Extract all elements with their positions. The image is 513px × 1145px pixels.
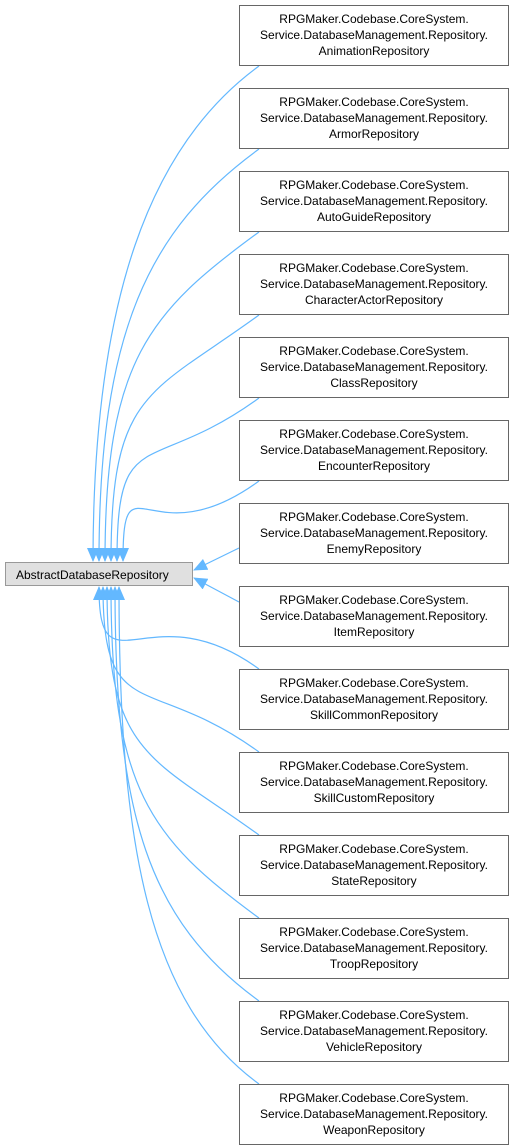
derived-class-label-line1: RPGMaker.Codebase.CoreSystem. bbox=[279, 842, 469, 856]
derived-class-label-line2: Service.DatabaseManagement.Repository. bbox=[260, 692, 488, 706]
derived-class-label-line3: VehicleRepository bbox=[325, 1040, 423, 1054]
derived-class-node[interactable]: RPGMaker.Codebase.CoreSystem. Service.Dat… bbox=[239, 5, 509, 66]
derived-class-node[interactable]: RPGMaker.Codebase.CoreSystem. Service.Dat… bbox=[239, 1084, 509, 1145]
derived-class-label-line3: StateRepository bbox=[331, 874, 417, 888]
derived-class-label-line2: Service.DatabaseManagement.Repository. bbox=[260, 194, 488, 208]
derived-class-label-line1: RPGMaker.Codebase.CoreSystem. bbox=[279, 95, 469, 109]
inheritance-edge bbox=[105, 586, 260, 919]
derived-class-node[interactable]: RPGMaker.Codebase.CoreSystem. Service.Dat… bbox=[239, 835, 509, 896]
derived-class-label-line1: RPGMaker.Codebase.CoreSystem. bbox=[279, 1008, 469, 1022]
inheritance-edge bbox=[93, 148, 260, 562]
derived-class-label-line3: ItemRepository bbox=[333, 625, 415, 639]
inheritance-edge bbox=[109, 586, 260, 1002]
derived-class-label-line3: ArmorRepository bbox=[328, 127, 420, 141]
derived-class-label-line1: RPGMaker.Codebase.CoreSystem. bbox=[279, 12, 469, 26]
derived-class-label-line3: SkillCommonRepository bbox=[309, 708, 439, 722]
derived-class-label-line3: EncounterRepository bbox=[317, 459, 431, 473]
derived-class-label-line3: AnimationRepository bbox=[318, 44, 430, 58]
inheritance-edge bbox=[105, 314, 260, 562]
derived-class-label-line2: Service.DatabaseManagement.Repository. bbox=[260, 941, 488, 955]
derived-class-label-line3: TroopRepository bbox=[329, 957, 419, 971]
derived-class-label-line1: RPGMaker.Codebase.CoreSystem. bbox=[279, 759, 469, 773]
derived-class-label-line1: RPGMaker.Codebase.CoreSystem. bbox=[279, 676, 469, 690]
inheritance-edge bbox=[113, 586, 260, 1085]
inheritance-edge bbox=[101, 586, 260, 836]
derived-class-label-line1: RPGMaker.Codebase.CoreSystem. bbox=[279, 344, 469, 358]
inheritance-edge bbox=[93, 586, 260, 670]
derived-class-node[interactable]: RPGMaker.Codebase.CoreSystem. Service.Dat… bbox=[239, 669, 509, 730]
inheritance-edge bbox=[99, 231, 260, 562]
derived-class-label-line1: RPGMaker.Codebase.CoreSystem. bbox=[279, 427, 469, 441]
derived-class-node[interactable]: RPGMaker.Codebase.CoreSystem. Service.Dat… bbox=[239, 918, 509, 979]
base-class-node[interactable]: AbstractDatabaseRepository bbox=[5, 562, 193, 586]
derived-class-node[interactable]: RPGMaker.Codebase.CoreSystem. Service.Dat… bbox=[239, 503, 509, 564]
derived-class-label-line3: WeaponRepository bbox=[323, 1123, 425, 1137]
derived-class-label-line3: ClassRepository bbox=[330, 376, 418, 390]
derived-class-label-line2: Service.DatabaseManagement.Repository. bbox=[260, 858, 488, 872]
derived-class-label-line3: CharacterActorRepository bbox=[304, 293, 444, 307]
derived-class-node[interactable]: RPGMaker.Codebase.CoreSystem. Service.Dat… bbox=[239, 88, 509, 149]
derived-class-label-line2: Service.DatabaseManagement.Repository. bbox=[260, 1107, 488, 1121]
derived-class-label-line2: Service.DatabaseManagement.Repository. bbox=[260, 1024, 488, 1038]
derived-class-node[interactable]: RPGMaker.Codebase.CoreSystem. Service.Dat… bbox=[239, 171, 509, 232]
derived-class-label-line1: RPGMaker.Codebase.CoreSystem. bbox=[279, 593, 469, 607]
inheritance-edge bbox=[193, 547, 240, 571]
inheritance-edge bbox=[117, 480, 260, 562]
derived-class-node[interactable]: RPGMaker.Codebase.CoreSystem. Service.Dat… bbox=[239, 254, 509, 315]
derived-class-label-line1: RPGMaker.Codebase.CoreSystem. bbox=[279, 261, 469, 275]
inheritance-edge bbox=[193, 577, 240, 603]
derived-class-label-line1: RPGMaker.Codebase.CoreSystem. bbox=[279, 178, 469, 192]
inheritance-edge bbox=[111, 397, 260, 562]
derived-class-label-line2: Service.DatabaseManagement.Repository. bbox=[260, 111, 488, 125]
derived-class-label-line1: RPGMaker.Codebase.CoreSystem. bbox=[279, 510, 469, 524]
derived-class-node[interactable]: RPGMaker.Codebase.CoreSystem. Service.Dat… bbox=[239, 586, 509, 647]
inheritance-edge bbox=[87, 65, 260, 562]
derived-class-node[interactable]: RPGMaker.Codebase.CoreSystem. Service.Dat… bbox=[239, 420, 509, 481]
derived-class-label-line2: Service.DatabaseManagement.Repository. bbox=[260, 28, 488, 42]
derived-class-label-line2: Service.DatabaseManagement.Repository. bbox=[260, 775, 488, 789]
derived-class-label-line3: AutoGuideRepository bbox=[316, 210, 432, 224]
derived-class-label-line2: Service.DatabaseManagement.Repository. bbox=[260, 443, 488, 457]
derived-class-label-line3: EnemyRepository bbox=[326, 542, 422, 556]
derived-class-label-line2: Service.DatabaseManagement.Repository. bbox=[260, 609, 488, 623]
derived-class-node[interactable]: RPGMaker.Codebase.CoreSystem. Service.Dat… bbox=[239, 337, 509, 398]
derived-class-node[interactable]: RPGMaker.Codebase.CoreSystem. Service.Dat… bbox=[239, 1001, 509, 1062]
derived-class-label-line3: SkillCustomRepository bbox=[313, 791, 435, 805]
derived-class-label-line1: RPGMaker.Codebase.CoreSystem. bbox=[279, 1091, 469, 1105]
inheritance-edge bbox=[97, 586, 260, 753]
derived-class-label-line2: Service.DatabaseManagement.Repository. bbox=[260, 360, 488, 374]
derived-class-label-line2: Service.DatabaseManagement.Repository. bbox=[260, 277, 488, 291]
derived-class-node[interactable]: RPGMaker.Codebase.CoreSystem. Service.Dat… bbox=[239, 752, 509, 813]
derived-class-label-line1: RPGMaker.Codebase.CoreSystem. bbox=[279, 925, 469, 939]
base-class-label: AbstractDatabaseRepository bbox=[16, 568, 169, 582]
derived-class-label-line2: Service.DatabaseManagement.Repository. bbox=[260, 526, 488, 540]
